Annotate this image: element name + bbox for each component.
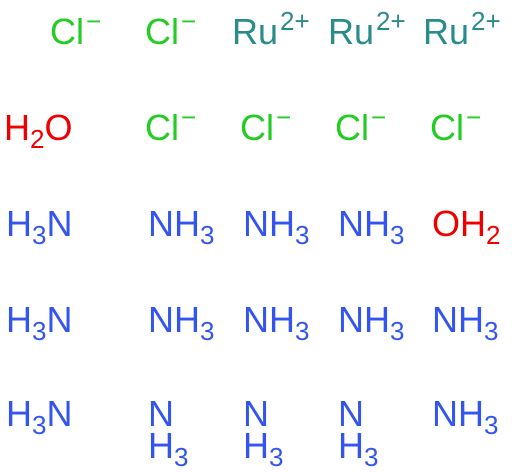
fragment-nh3-1: NH3 [148, 203, 214, 249]
fragment-subscript: 3 [295, 220, 310, 250]
fragment-symbol: Cl [240, 107, 274, 148]
fragment-charge: 2+ [471, 6, 501, 36]
fragment-symbol: NH [338, 203, 390, 244]
fragment-subscript: 2 [30, 124, 45, 154]
fragment-charge: − [276, 102, 292, 132]
fragment-bottom-symbol: H [243, 425, 269, 466]
fragment-subscript: 3 [364, 442, 379, 472]
fragment-symbol: NH [243, 299, 295, 340]
fragment-symbol: NH [432, 299, 484, 340]
fragment-subscript: 3 [390, 220, 405, 250]
fragment-bottom-group: H3 [148, 425, 188, 471]
fragment-subscript: 2 [486, 220, 501, 250]
fragment-symbol: N [46, 299, 73, 340]
fragment-top-symbol: N [148, 393, 174, 434]
fragment-symbol: Cl [50, 11, 84, 52]
fragment-oh2-1: OH2 [432, 203, 500, 249]
fragment-ru-2: Ru2+ [328, 8, 406, 52]
fragment-cl-5: Cl− [335, 104, 386, 148]
fragment-top-symbol: N [243, 393, 269, 434]
fragment-nh3-4: NH3 [148, 299, 214, 345]
fragment-symbol: H [6, 203, 32, 244]
fragment-subscript: 3 [390, 316, 405, 346]
fragment-symbol: H [6, 299, 32, 340]
fragment-symbol: O [44, 107, 73, 148]
fragment-symbol: NH [148, 203, 200, 244]
fragment-ru-1: Ru2+ [232, 8, 310, 52]
fragment-symbol: Cl [145, 107, 179, 148]
fragment-h3n-2: H3N [6, 299, 73, 345]
fragment-nh3-7: NH3 [432, 299, 498, 345]
fragment-symbol: Cl [335, 107, 369, 148]
fragment-symbol: NH [432, 393, 484, 434]
fragment-symbol: OH [432, 203, 486, 244]
fragment-subscript: 3 [174, 442, 189, 472]
fragment-symbol: Cl [430, 107, 464, 148]
fragment-symbol: NH [148, 299, 200, 340]
fragment-cl-6: Cl− [430, 104, 481, 148]
fragment-symbol: H [6, 393, 32, 434]
fragment-cl-2: Cl− [145, 8, 196, 52]
fragment-charge: − [371, 102, 387, 132]
fragment-top-symbol: N [338, 393, 364, 434]
fragment-subscript: 3 [269, 442, 284, 472]
fragment-symbol: Ru [328, 11, 375, 52]
fragment-bottom-group: H3 [243, 425, 283, 471]
fragment-charge: − [181, 6, 197, 36]
fragment-symbol: N [46, 203, 73, 244]
fragment-symbol: Ru [232, 11, 279, 52]
fragment-charge: − [181, 102, 197, 132]
fragment-nh3-3: NH3 [338, 203, 404, 249]
fragment-cl-3: Cl− [145, 104, 196, 148]
fragment-symbol: Cl [145, 11, 179, 52]
fragment-symbol: H [4, 107, 30, 148]
fragment-h2o-1: H2O [4, 107, 73, 153]
fragment-nh3-6: NH3 [338, 299, 404, 345]
fragment-symbol: Ru [423, 11, 470, 52]
fragment-cl-1: Cl− [50, 8, 101, 52]
fragment-nh3-8: NH3 [432, 393, 498, 439]
fragment-cl-4: Cl− [240, 104, 291, 148]
fragment-bottom-symbol: H [148, 425, 174, 466]
fragment-subscript: 3 [32, 220, 47, 250]
fragment-subscript: 3 [295, 316, 310, 346]
fragment-subscript: 3 [32, 410, 47, 440]
fragment-bottom-symbol: H [338, 425, 364, 466]
fragment-h3n-1: H3N [6, 203, 73, 249]
fragment-bottom-group: H3 [338, 425, 378, 471]
fragment-symbol: N [46, 393, 73, 434]
fragment-charge: 2+ [376, 6, 406, 36]
fragment-subscript: 3 [200, 316, 215, 346]
fragment-h3n-3: H3N [6, 393, 73, 439]
fragment-symbol: NH [338, 299, 390, 340]
fragment-subscript: 3 [32, 316, 47, 346]
fragment-ru-3: Ru2+ [423, 8, 501, 52]
fragment-subscript: 3 [484, 410, 499, 440]
fragment-subscript: 3 [484, 316, 499, 346]
fragment-nh3-5: NH3 [243, 299, 309, 345]
fragment-charge: 2+ [280, 6, 310, 36]
fragment-subscript: 3 [200, 220, 215, 250]
fragment-symbol: NH [243, 203, 295, 244]
fragment-charge: − [466, 102, 482, 132]
fragment-nh3-2: NH3 [243, 203, 309, 249]
fragment-charge: − [86, 6, 102, 36]
